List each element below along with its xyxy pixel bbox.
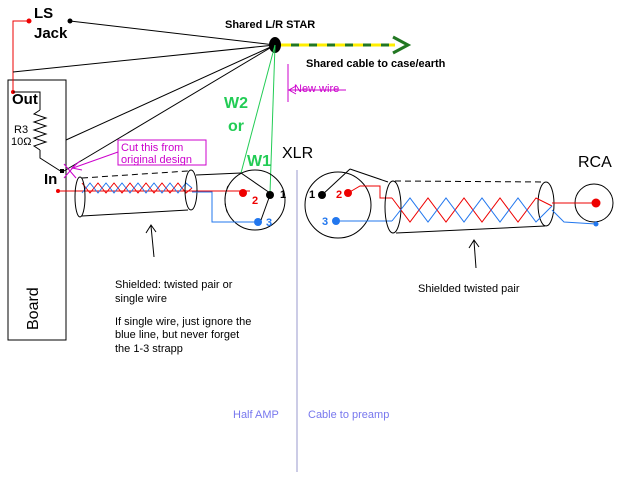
xlr-left-key [224,185,229,215]
single-wire-note-line-3: the 1-3 strapp [115,343,183,355]
out-label: Out [12,91,38,108]
ls-jack-label-2: Jack [34,25,68,42]
cut-mark-b [63,163,77,179]
earth-label: Shared cable to case/earth [306,58,446,70]
left-shield-end-b [184,169,198,211]
right-shield-top [394,180,546,183]
w2-label: W2 [224,95,248,112]
xlr-right-drain [321,168,351,196]
shielded-note-line-2: single wire [115,293,167,305]
board-to-star-wire [65,44,276,141]
ls-jack-label-1: LS [34,5,53,22]
cut-note-line-1: Cut this from [121,142,183,154]
r3-label: R3 [14,124,28,136]
cut-note-line-2: original design [121,154,192,166]
rca-center-pin [591,198,601,208]
out-to-star-wire [12,44,276,73]
xlr-left-pin-2-label: 2 [252,195,258,207]
xlr-right-pin-3-label: 3 [322,216,328,228]
xlr-left-blue-wire [192,191,254,223]
shielded-note-line-1: Shielded: twisted pair or [115,279,233,291]
in-to-star-wire-cut [63,44,276,172]
board-rect [7,79,67,341]
w2-wire [240,44,276,174]
ls-jack-to-star-wire [69,20,276,46]
single-wire-note-line-1: If single wire, just ignore the [115,316,251,328]
left-twisted-pair-red [81,182,193,194]
r3-resistor [32,109,48,151]
in-terminal [60,169,64,173]
xlr-left-drain-to-pin [240,172,271,194]
right-twisted-pair-red [391,197,553,223]
new-wire-arrow-head [287,85,297,95]
xlr-left-pin-3-label: 3 [266,217,272,229]
shielded-twisted-pair-label: Shielded twisted pair [418,283,520,295]
xlr-right-pin-2-label: 2 [336,189,342,201]
xlr-left-pin-1-3-strap [260,194,271,221]
in-label: In [44,171,57,188]
xlr-left-pin-3 [254,218,262,226]
half-amp-label: Half AMP [233,409,279,421]
r3-value-label: 10Ω [11,136,31,148]
right-shield-end-a [384,180,402,234]
xlr-left-pin-1-label: 1 [280,189,286,201]
xlr-right-connector [304,171,372,239]
rca-blue-wire [551,209,597,225]
resistor-to-in-wire [39,150,63,173]
earth-arrow-head [392,35,412,55]
single-wire-note-line-2: blue line, but never forget [115,329,239,341]
right-twisted-pair-blue [391,197,553,223]
right-shield-bottom [395,225,546,234]
out-to-resistor-wire [13,91,41,110]
star-label: Shared L/R STAR [225,19,315,31]
or-label: or [228,118,244,135]
left-cable-pointer-head [145,224,157,234]
cable-preamp-label: Cable to preamp [308,409,389,421]
left-shield-drain [195,172,242,176]
ls-jack-red-wire [12,20,29,92]
left-shield-end-a [74,176,86,218]
cut-note-pointer [72,151,119,169]
left-twisted-pair-blue [81,182,193,194]
xlr-label: XLR [282,145,313,162]
left-shield-top [81,170,189,179]
xlr-right-pin-1-label: 1 [309,189,315,201]
w1-wire [269,44,276,194]
right-shield-end-b [537,181,555,227]
xlr-right-drain-2 [349,168,389,183]
left-cable-pointer [150,225,155,258]
rca-shield-terminal [593,221,599,227]
new-wire-label: New wire [294,83,339,95]
right-cable-pointer-head [468,239,480,249]
w1-label: W1 [247,153,271,170]
rca-label: RCA [578,154,612,171]
board-label: Board [25,287,42,330]
xlr-right-red-wire [347,185,392,199]
xlr-left-pin-2 [239,189,247,197]
right-cable-pointer [473,240,477,269]
left-shield-bottom [81,209,189,217]
